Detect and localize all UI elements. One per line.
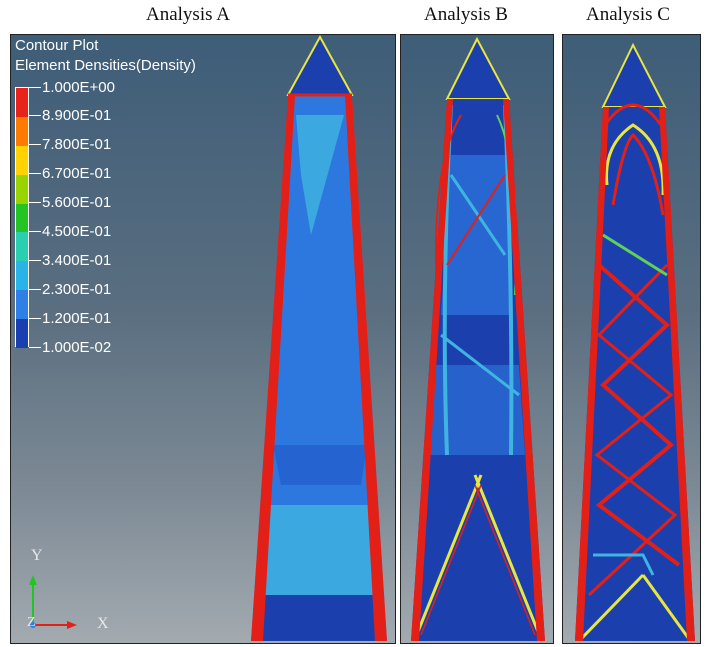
legend-color-segment [16,232,28,262]
legend-tick-mark [29,115,41,117]
triad-x-label: X [97,615,109,632]
title-analysis-a: Analysis A [146,4,230,25]
title-analysis-b: Analysis B [424,4,508,25]
legend-color-segment [16,145,28,175]
legend-tick: 5.600E-01 [29,194,112,212]
legend-color-segment [16,116,28,146]
legend-color-segment [16,319,28,348]
legend-tick-label: 4.500E-01 [42,222,112,240]
density-shape-b [411,36,545,641]
legend-color-segment [16,290,28,320]
legend-tick-mark [29,288,41,290]
legend-tick-mark [29,346,41,348]
title-analysis-c: Analysis C [586,4,670,25]
legend-tick-label: 1.000E-02 [42,338,112,356]
density-shape-a [251,35,387,641]
legend-tick: 1.000E-02 [29,338,112,356]
density-shape-c [575,42,695,641]
legend-title: Contour Plot [15,37,99,54]
legend-tick: 2.300E-01 [29,280,112,298]
legend-tick-mark [29,317,41,319]
triad-y-label: Y [31,547,43,564]
legend-tick-label: 2.300E-01 [42,280,112,298]
triad-z-label: Z [27,615,36,630]
legend-tick-label: 5.600E-01 [42,194,112,212]
legend-tick-label: 3.400E-01 [42,251,112,269]
legend-tick-mark [29,202,41,204]
legend-tick: 1.000E+00 [29,78,115,96]
legend-tick: 3.400E-01 [29,251,112,269]
legend-color-segment [16,174,28,204]
legend-tick-mark [29,173,41,175]
legend-tick-label: 8.900E-01 [42,107,112,125]
legend-color-segment [16,88,28,117]
legend-tick-mark [29,144,41,146]
coordinate-triad-icon [29,575,77,629]
legend-tick-mark [29,86,41,88]
legend-tick: 8.900E-01 [29,107,112,125]
panel-analysis-b [400,34,554,644]
legend-color-segment [16,261,28,291]
legend-tick-label: 1.000E+00 [42,78,115,96]
legend-tick-label: 6.700E-01 [42,165,112,183]
legend-subtitle: Element Densities(Density) [15,57,196,74]
legend-tick-label: 7.800E-01 [42,136,112,154]
legend-tick-label: 1.200E-01 [42,309,112,327]
legend-tick: 6.700E-01 [29,165,112,183]
legend-tick: 1.200E-01 [29,309,112,327]
legend-tick: 7.800E-01 [29,136,112,154]
legend-tick-mark [29,259,41,261]
legend-tick-mark [29,230,41,232]
legend-tick: 4.500E-01 [29,222,112,240]
legend-color-segment [16,203,28,233]
legend-color-bar [15,87,29,348]
panel-analysis-c [562,34,701,644]
panel-analysis-a: Contour Plot Element Densities(Density) … [10,34,396,644]
